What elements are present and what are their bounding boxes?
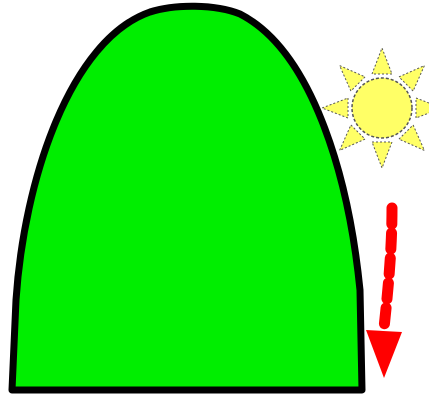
sun-icon — [322, 48, 429, 168]
arrow-head — [366, 330, 402, 378]
arrow-down-icon — [366, 208, 402, 378]
sun-disc — [352, 78, 412, 138]
arrow-shaft — [384, 208, 392, 328]
sun-ray — [322, 98, 348, 118]
sun-ray — [372, 48, 392, 74]
sun-ray — [372, 142, 392, 168]
hill-dome — [12, 6, 362, 390]
sun-ray — [416, 98, 429, 118]
